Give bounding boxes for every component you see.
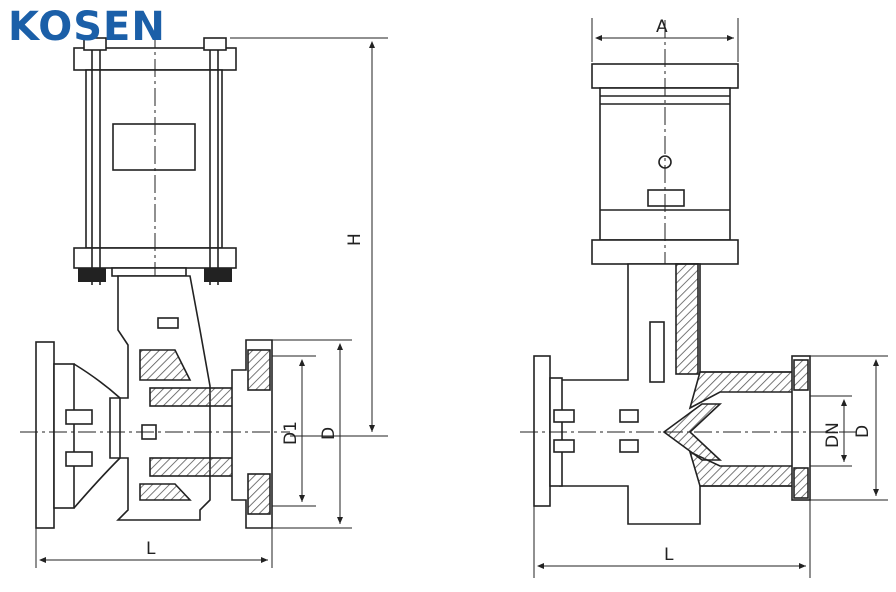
right-view [520,18,888,578]
left-label-d1: D1 [281,421,301,445]
left-label-l: L [146,539,156,559]
left-view [20,30,388,568]
left-nameplate [112,123,196,171]
right-label-a: A [656,17,668,37]
right-nameplate [647,189,685,207]
left-label-h: H [345,233,365,246]
right-label-dn: DN [823,422,843,448]
right-dimensions [533,18,888,578]
kosen-logo: KOSEN [8,4,166,50]
right-label-l: L [664,545,674,565]
left-label-d: D [319,427,339,440]
left-actuator [73,30,237,520]
left-dimensions [35,37,388,568]
right-valve-body [533,263,811,525]
left-valve-body [35,275,273,529]
right-label-d: D [853,425,873,438]
